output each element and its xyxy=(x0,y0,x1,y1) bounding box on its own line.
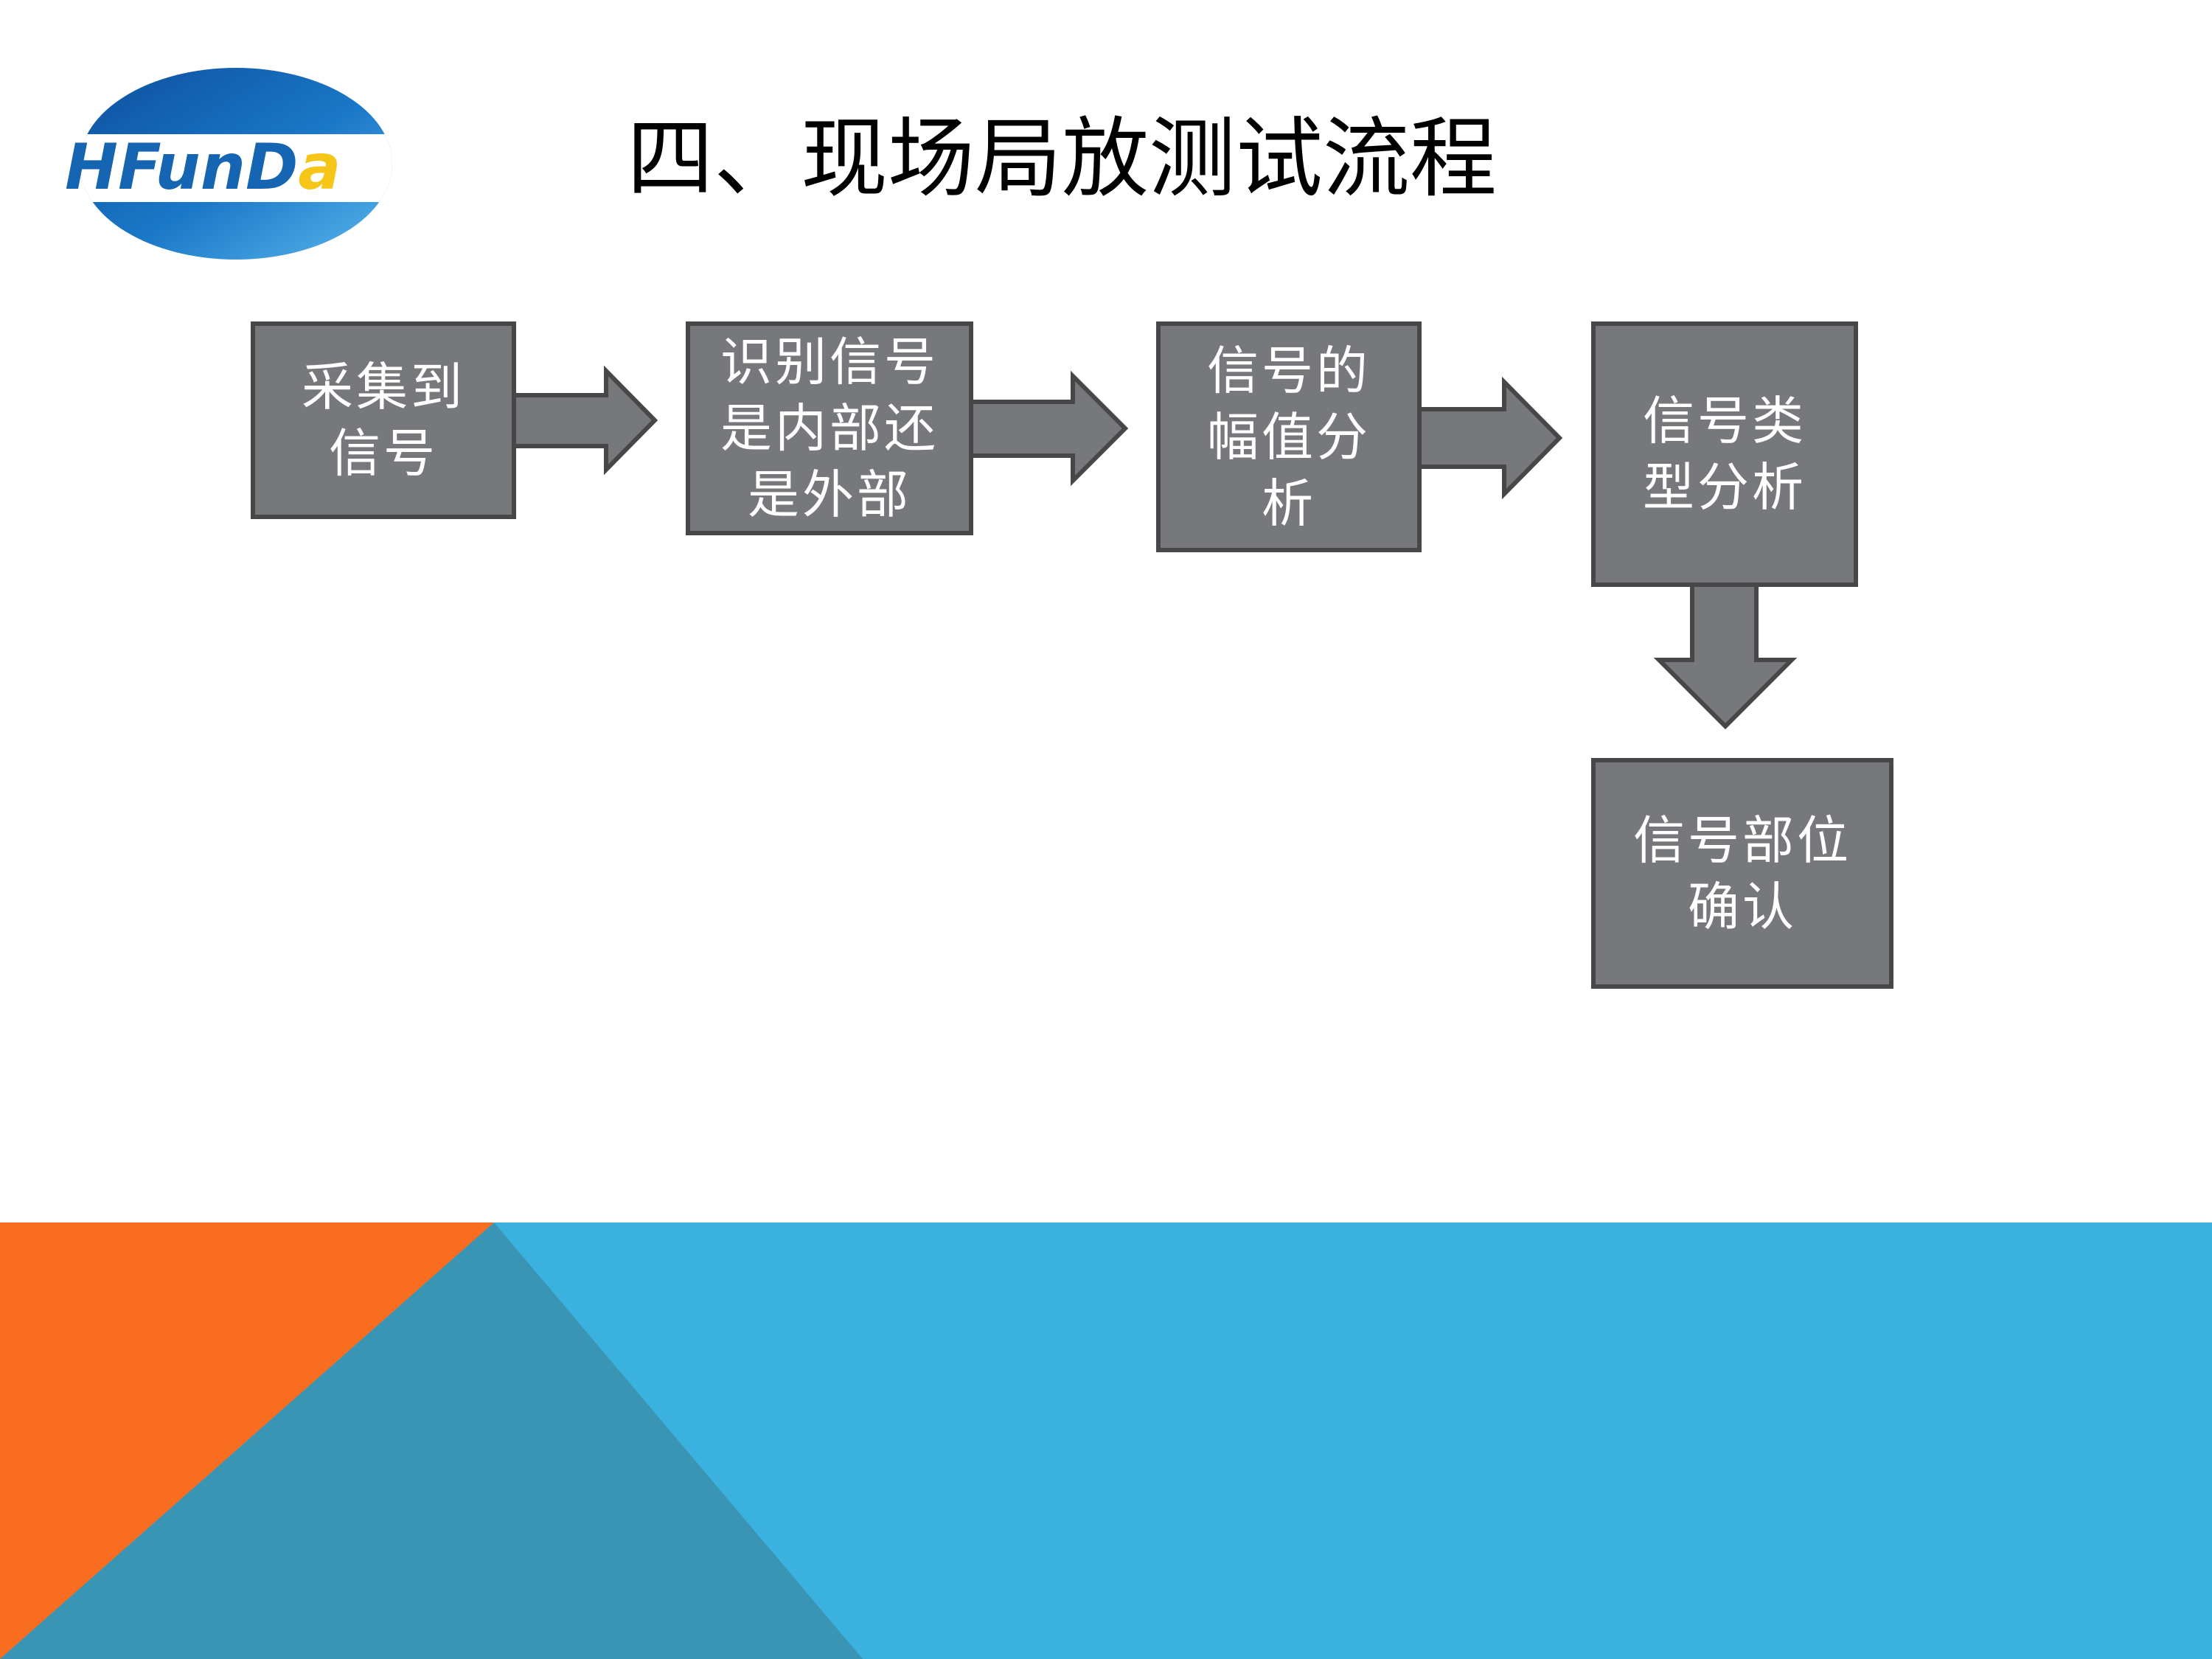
flow-step-collect-signal: 采集到 信号 xyxy=(251,321,516,519)
logo-text: HFunDa xyxy=(65,131,341,204)
flow-step-label: 信号的 幅值分 析 xyxy=(1207,340,1371,534)
flow-step-identify-source: 识别信号 是内部还 是外部 xyxy=(686,321,973,535)
flow-arrow-1 xyxy=(511,365,658,476)
footer-teal-triangle xyxy=(0,1222,863,1659)
company-logo: HFunDa xyxy=(65,68,392,260)
flow-step-label: 信号部位 确认 xyxy=(1633,810,1851,937)
logo-band xyxy=(80,134,392,202)
flow-arrow-2 xyxy=(968,370,1129,487)
flow-step-label: 信号类 型分析 xyxy=(1643,391,1806,518)
flow-step-location-confirm: 信号部位 确认 xyxy=(1591,758,1893,989)
flow-arrow-3 xyxy=(1417,376,1563,500)
logo-letter-yellow: a xyxy=(298,131,341,204)
logo-letters-blue: HFunD xyxy=(65,131,298,204)
flow-arrow-4 xyxy=(1653,582,1798,730)
flow-step-amplitude-analysis: 信号的 幅值分 析 xyxy=(1156,321,1422,552)
page-title: 四、现场局放测试流程 xyxy=(627,108,1498,209)
flow-step-label: 识别信号 是内部还 是外部 xyxy=(720,332,939,525)
flow-step-label: 采集到 信号 xyxy=(302,357,465,484)
flow-step-type-analysis: 信号类 型分析 xyxy=(1591,321,1858,587)
